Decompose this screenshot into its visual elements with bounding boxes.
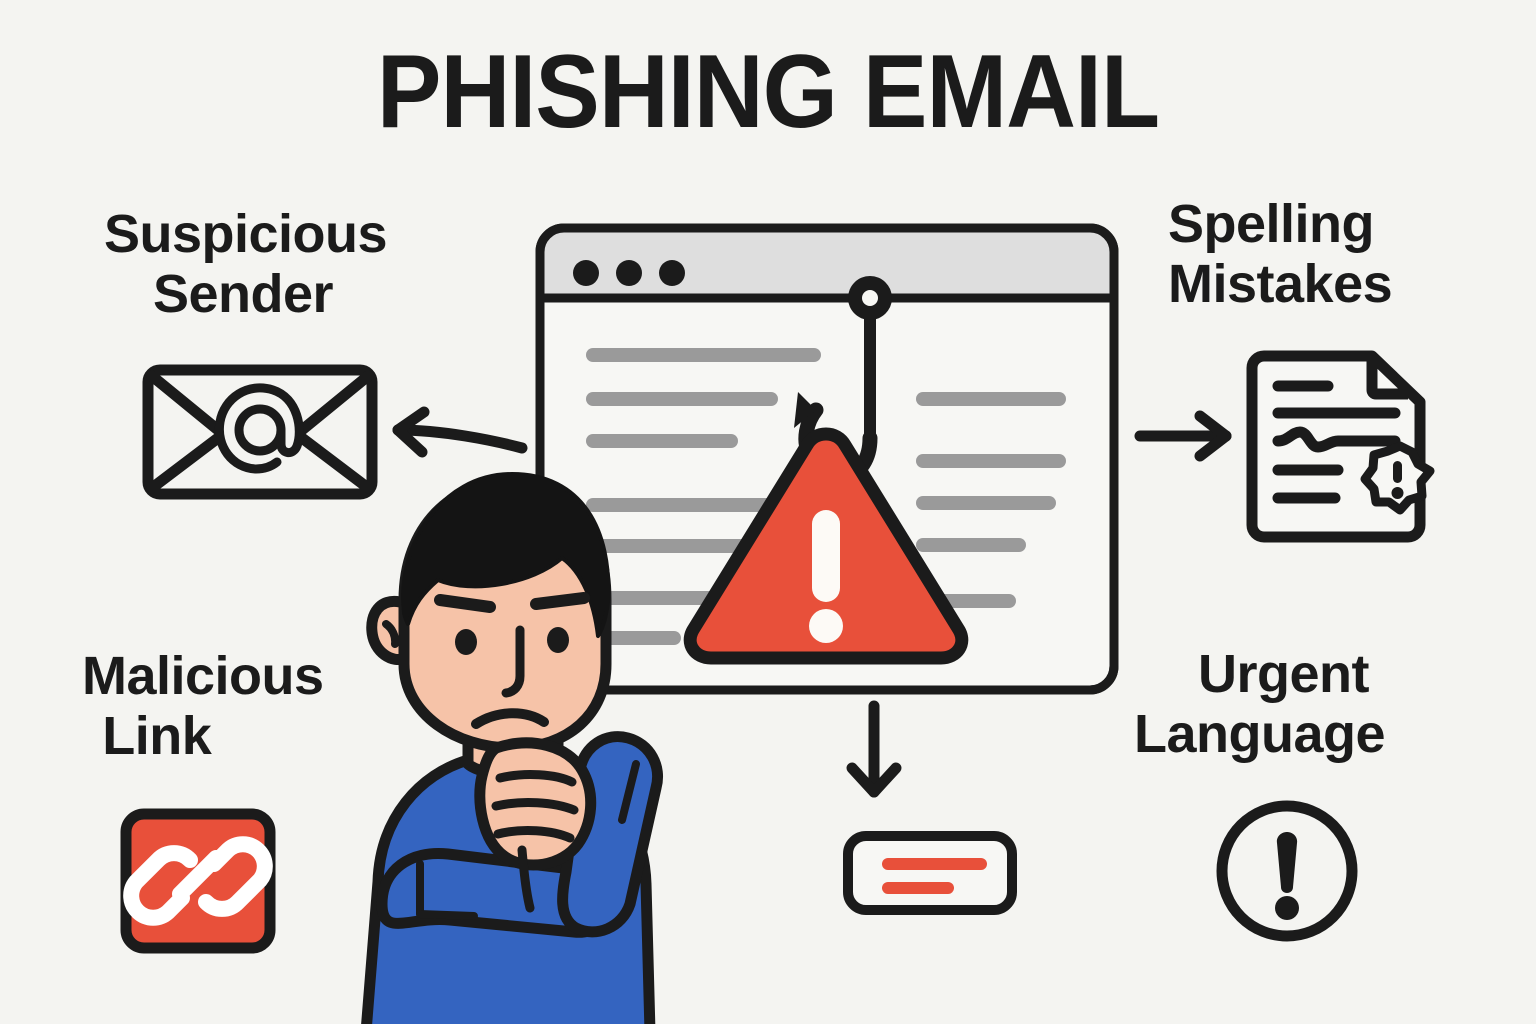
label-spelling-mistakes: Spelling Mistakes [1168, 194, 1393, 315]
warning-triangle-icon [676, 418, 976, 668]
label-spelling-mistakes-line1: Spelling [1168, 194, 1375, 254]
arrow-left-icon [372, 404, 532, 474]
arrow-right-icon [1134, 408, 1254, 468]
label-suspicious-sender: Suspicious Sender [104, 204, 388, 325]
chain-link-icon[interactable] [118, 806, 278, 956]
cta-bar [882, 858, 987, 870]
label-suspicious-sender-line1: Suspicious [104, 204, 388, 264]
urgent-call-to-action-button[interactable] [840, 828, 1020, 918]
thinking-person-illustration [300, 452, 700, 1024]
arrow-down-icon [834, 700, 914, 810]
cta-bar [882, 882, 954, 894]
page-title: PHISHING EMAIL [376, 34, 1160, 150]
email-text-lines-left [586, 348, 821, 645]
label-urgent-language-line2: Language [1134, 704, 1386, 765]
window-dot [659, 260, 685, 286]
label-suspicious-sender-line2: Sender [152, 264, 334, 325]
window-dot [573, 260, 599, 286]
document-spellcheck-icon [1240, 348, 1440, 543]
label-urgent-language: Urgent Language [1134, 644, 1386, 765]
window-dot [616, 260, 642, 286]
label-malicious-link: Malicious Link [82, 646, 324, 767]
label-malicious-link-line2: Link [102, 706, 212, 767]
exclamation-circle-icon [1212, 796, 1362, 946]
envelope-at-icon [140, 362, 380, 502]
label-malicious-link-line1: Malicious [82, 646, 324, 706]
email-text-lines-right [916, 392, 1066, 608]
label-spelling-mistakes-line2: Mistakes [1168, 254, 1393, 315]
label-urgent-language-line1: Urgent [1198, 644, 1370, 704]
